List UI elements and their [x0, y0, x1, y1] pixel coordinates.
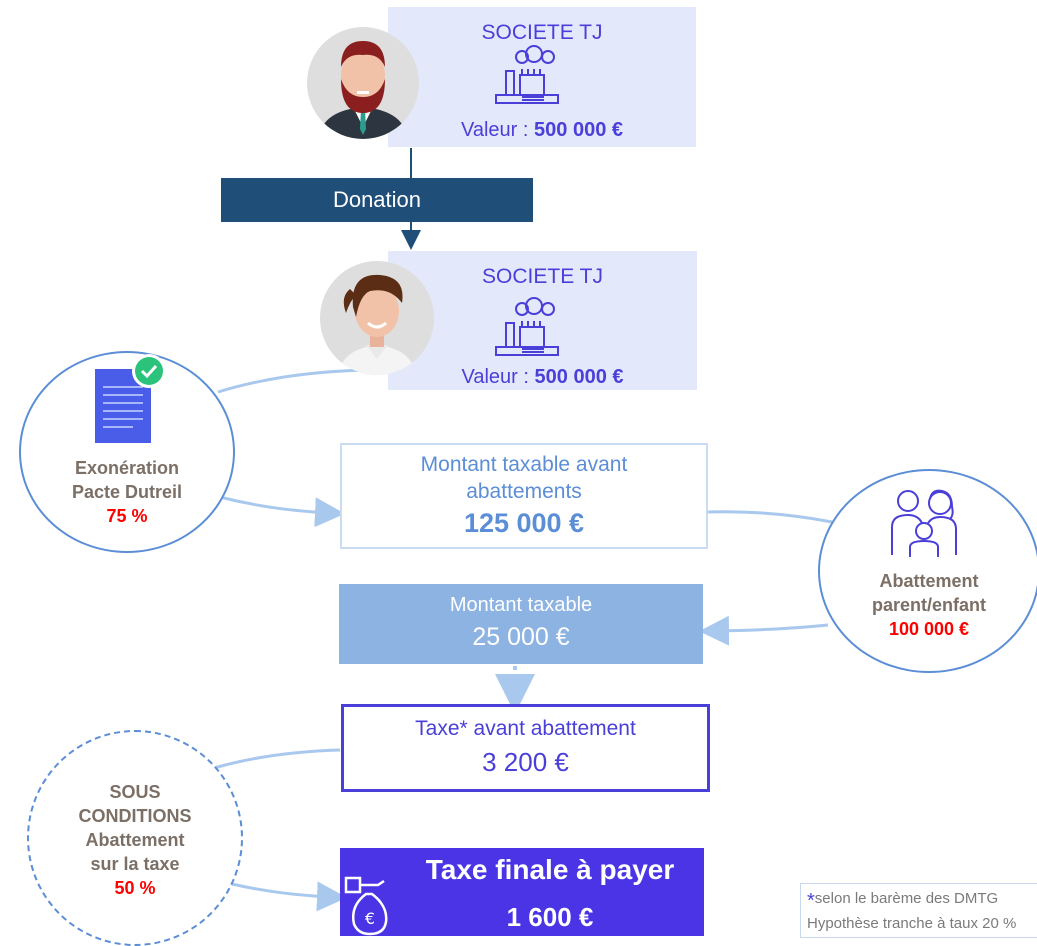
tax-final-label: Taxe finale à payer: [425, 854, 675, 885]
donor-value-amount: 500 000 €: [534, 119, 623, 141]
footnote-star: *: [807, 890, 815, 912]
tax-final-box: € Taxe finale à payer 1 600 €: [340, 848, 704, 936]
taxable-box: Montant taxable 25 000 €: [339, 584, 703, 664]
recipient-value-amount: 500 000 €: [534, 366, 624, 388]
factory-icon: [495, 297, 559, 356]
recipient-company-name: SOCIETE TJ: [482, 265, 603, 288]
check-icon: [132, 354, 166, 388]
donor-value-label: Valeur :: [461, 119, 529, 141]
exoneration-line2: Pacte Dutreil: [71, 482, 183, 502]
conditions-rate: 50 %: [114, 878, 156, 898]
conditions-line1: SOUS: [109, 782, 161, 802]
conditions-circle: SOUS CONDITIONS Abattement sur la taxe 5…: [27, 730, 243, 946]
taxable-label: Montant taxable: [449, 594, 593, 616]
taxable-before-amount: 125 000 €: [463, 508, 585, 538]
tax-before-amount: 3 200 €: [482, 747, 569, 777]
conditions-line2: CONDITIONS: [78, 806, 192, 826]
taxable-before-line2: abattements: [466, 480, 582, 503]
recipient-company-value: Valeur : 500 000 €: [388, 366, 697, 389]
exoneration-arrow: [219, 495, 345, 528]
tax-final-amount: 1 600 €: [506, 902, 594, 932]
abatement-parent-line1: Abattement: [879, 571, 979, 591]
donation-box: Donation: [221, 178, 533, 222]
tax-before-label: Taxe* avant abattement: [415, 717, 636, 740]
footnote-box: *selon le barème des DMTG Hypothèse tran…: [800, 883, 1037, 938]
abatement-arrow: [699, 615, 829, 646]
footnote-line2: Hypothèse tranche à taux 20 %: [807, 915, 1017, 932]
abatement-parent-amount: 100 000 €: [888, 619, 970, 639]
donor-avatar: [307, 27, 419, 139]
abatement-link: [705, 510, 833, 524]
factory-icon: [495, 45, 559, 104]
recipient-value-label: Valeur :: [461, 366, 529, 388]
donor-company-value: Valeur : 500 000 €: [388, 119, 696, 142]
abatement-parent-circle: Abattement parent/enfant 100 000 €: [818, 469, 1037, 673]
taxable-before-box: Montant taxable avant abattements 125 00…: [340, 443, 708, 549]
tax-before-box: Taxe* avant abattement 3 200 €: [341, 704, 710, 792]
recipient-avatar: [320, 261, 434, 375]
conditions-line4: sur la taxe: [90, 854, 180, 874]
conditions-arrow: [231, 881, 347, 912]
family-icon: [891, 489, 957, 557]
taxable-before-line1: Montant taxable avant: [420, 453, 628, 476]
donor-company-box: SOCIETE TJ Valeur : 500 000 €: [388, 7, 696, 147]
footnote-line1: selon le barème des DMTG: [814, 890, 999, 907]
svg-text:€: €: [365, 909, 375, 928]
conditions-link: [213, 748, 341, 770]
exoneration-line1: Exonération: [74, 458, 180, 478]
taxable-amount: 25 000 €: [472, 623, 570, 651]
recipient-company-box: SOCIETE TJ Valeur : 500 000 €: [388, 251, 697, 390]
exoneration-rate: 75 %: [106, 506, 148, 526]
money-bag-icon: €: [344, 876, 388, 936]
donor-company-name: SOCIETE TJ: [481, 21, 603, 44]
abatement-parent-line2: parent/enfant: [871, 595, 986, 615]
exoneration-circle: Exonération Pacte Dutreil 75 %: [19, 351, 235, 553]
conditions-line3: Abattement: [85, 830, 185, 850]
